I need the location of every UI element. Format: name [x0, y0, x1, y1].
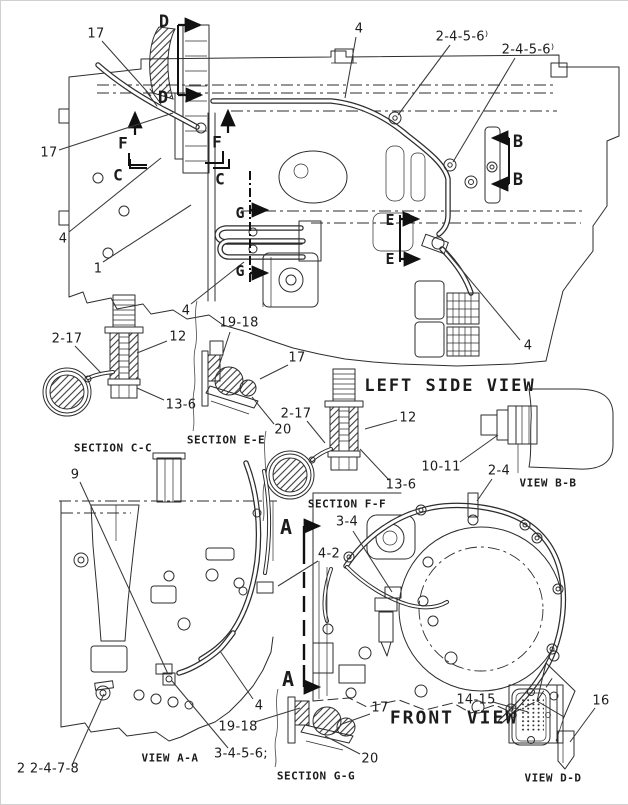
- callout-13-6: 13-6: [165, 397, 197, 413]
- section-cc-title: SECTION C-C: [73, 441, 153, 455]
- view-bb-title: VIEW B-B: [519, 476, 577, 490]
- callout-4: 4: [354, 21, 364, 37]
- callout-3-4: 3-4: [335, 514, 359, 530]
- callout-16: 16: [592, 693, 610, 709]
- callout-2-2-4-7-8: 2 2-4-7-8: [16, 761, 80, 777]
- callout-17: 17: [87, 26, 105, 42]
- callout-leader-lines: [58, 36, 596, 764]
- callout-4: 4: [58, 231, 68, 247]
- view-dd-drawing: [508, 684, 575, 770]
- section-letter-a: A: [279, 515, 293, 539]
- callout-4: 4: [181, 303, 191, 319]
- view-dd-title: VIEW D-D: [524, 771, 582, 785]
- section-ee-title: SECTION E-E: [186, 433, 266, 447]
- callout-2-4-5-6: 2-4-5-6⁾: [435, 29, 489, 45]
- section-ff-drawing: [262, 368, 364, 522]
- section-letter-d: D: [157, 88, 169, 108]
- section-letter-b: B: [512, 170, 524, 190]
- callout-17: 17: [288, 350, 306, 366]
- section-letter-c: C: [113, 165, 123, 185]
- callout-12: 12: [169, 329, 187, 345]
- callout-2-17: 2-17: [280, 406, 312, 422]
- section-letter-e: E: [385, 211, 395, 229]
- callout-4: 4: [254, 698, 264, 714]
- callout-10-11: 10-11: [421, 459, 461, 475]
- section-letter-g: G: [235, 204, 245, 222]
- callout-20: 20: [361, 751, 379, 767]
- callout-17: 17: [40, 145, 58, 161]
- callout-20: 20: [274, 422, 292, 438]
- section-ee-drawing: [201, 340, 259, 415]
- callout-2-17: 2-17: [51, 331, 83, 347]
- section-letter-g: G: [235, 262, 245, 280]
- section-letter-f: F: [212, 132, 222, 152]
- callout-19-18: 19-18: [218, 719, 258, 735]
- left-side-view-drawing: [58, 24, 620, 367]
- section-letter-c: C: [215, 169, 225, 189]
- callout-14-15: 14-15: [456, 692, 496, 708]
- view-bb-drawing: [480, 388, 614, 473]
- section-letter-f: F: [118, 133, 128, 153]
- callout-4-2: 4-2: [317, 546, 341, 562]
- callout-9: 9: [70, 467, 80, 483]
- section-letter-a: A: [281, 667, 295, 691]
- callout-13-6: 13-6: [385, 477, 417, 493]
- section-cc-drawing: [42, 294, 198, 432]
- section-letter-b: B: [512, 132, 524, 152]
- section-ff-title: SECTION F-F: [307, 497, 387, 511]
- view-aa-title: VIEW A-A: [141, 751, 199, 765]
- section-letter-e: E: [385, 250, 395, 268]
- callout-19-18: 19-18: [219, 315, 259, 331]
- callout-12: 12: [399, 410, 417, 426]
- callout-2-4: 2-4: [487, 463, 511, 479]
- section-cut-markers: [127, 17, 510, 695]
- left-side-view-title: LEFT SIDE VIEW: [364, 376, 536, 396]
- callout-4: 4: [523, 338, 533, 354]
- callout-1: 1: [93, 261, 103, 277]
- front-view-title: FRONT VIEW: [389, 707, 519, 729]
- callout-3-4-5-6: 3-4-5-6;: [214, 746, 268, 762]
- section-letter-d: D: [158, 12, 170, 32]
- callout-2-4-5-6: 2-4-5-6⁾: [501, 42, 555, 58]
- section-gg-title: SECTION G-G: [276, 769, 356, 783]
- view-aa-drawing: [59, 452, 277, 742]
- callout-17: 17: [371, 700, 389, 716]
- section-gg-drawing: [274, 688, 356, 768]
